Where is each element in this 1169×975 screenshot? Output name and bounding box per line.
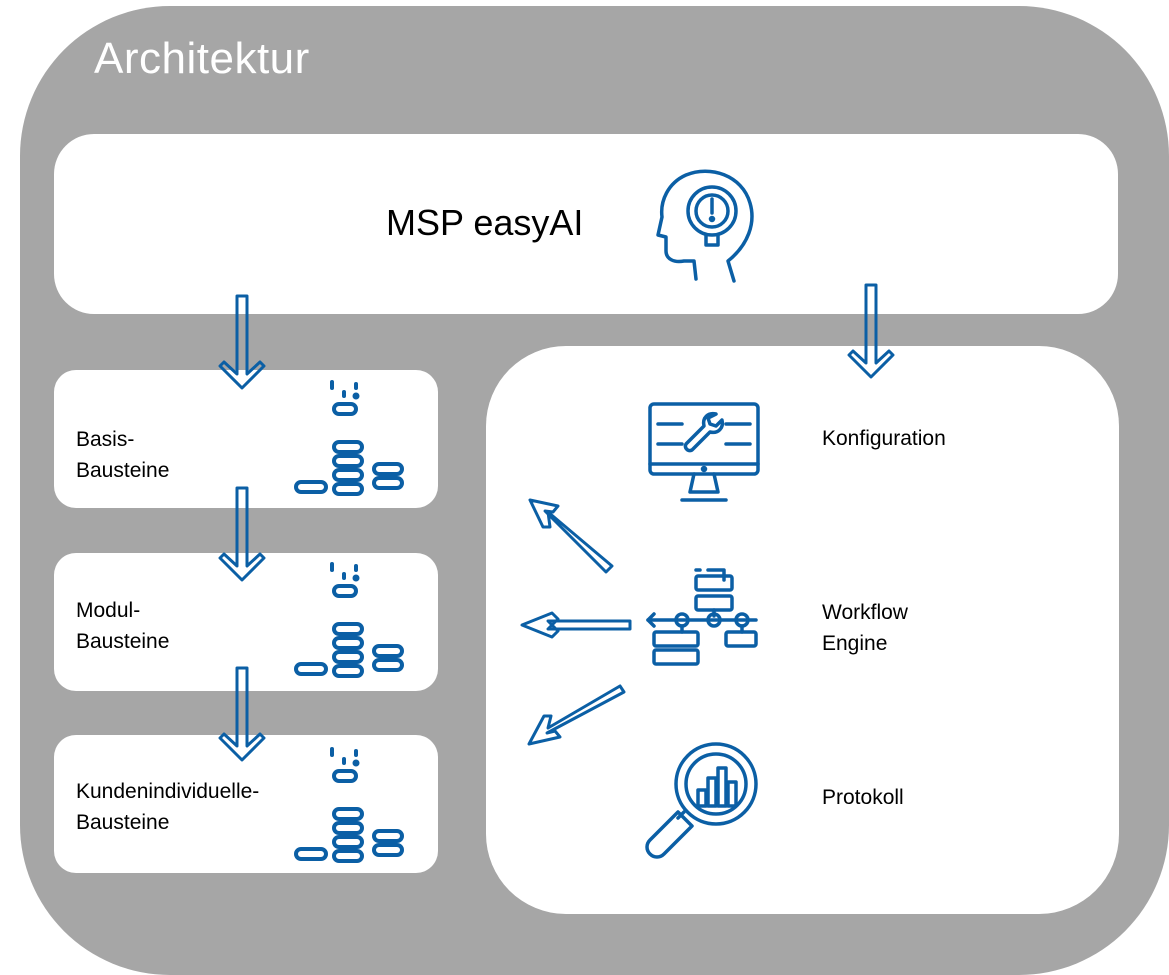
main-panel xyxy=(54,134,1118,314)
magnifier-chart-icon xyxy=(645,742,758,859)
baustein-label-line1: Kundenindividuelle- xyxy=(76,780,260,803)
arrow-workflow-left xyxy=(520,611,632,639)
feature-label-protokoll: Protokoll xyxy=(822,782,904,813)
feature-label-workflow: Workflow Engine xyxy=(822,597,908,659)
baustein-label-line1: Modul- xyxy=(76,599,141,622)
baustein-label-basis: Basis- Bausteine xyxy=(76,424,169,486)
building-blocks-icon xyxy=(294,380,404,496)
baustein-label-line2: Bausteine xyxy=(76,459,170,482)
feature-label-line1: Konfiguration xyxy=(822,427,946,450)
arrow-down-to-basis xyxy=(218,294,266,390)
feature-label-line1: Protokoll xyxy=(822,786,904,809)
baustein-label-kunden: Kundenindividuelle- Bausteine xyxy=(76,776,259,838)
monitor-wrench-icon xyxy=(648,402,760,502)
feature-label-line1: Workflow xyxy=(822,601,908,624)
baustein-label-line1: Basis- xyxy=(76,428,135,451)
page-title: Architektur xyxy=(94,34,310,83)
building-blocks-icon xyxy=(294,747,404,863)
workflow-diagram-icon xyxy=(646,568,758,666)
arrow-down-to-features xyxy=(847,283,895,379)
arrow-modul-to-kunden xyxy=(218,666,266,762)
baustein-label-line2: Bausteine xyxy=(76,811,170,834)
arrow-workflow-up-left xyxy=(528,498,614,574)
feature-label-line2: Engine xyxy=(822,632,888,655)
baustein-label-line2: Bausteine xyxy=(76,630,170,653)
ai-head-lightbulb-icon xyxy=(656,169,754,283)
arrow-basis-to-modul xyxy=(218,486,266,582)
building-blocks-icon xyxy=(294,562,404,678)
arrow-workflow-down-left xyxy=(527,684,626,746)
baustein-label-modul: Modul- Bausteine xyxy=(76,595,169,657)
feature-label-konfiguration: Konfiguration xyxy=(822,423,946,454)
main-label: MSP easyAI xyxy=(386,202,584,243)
